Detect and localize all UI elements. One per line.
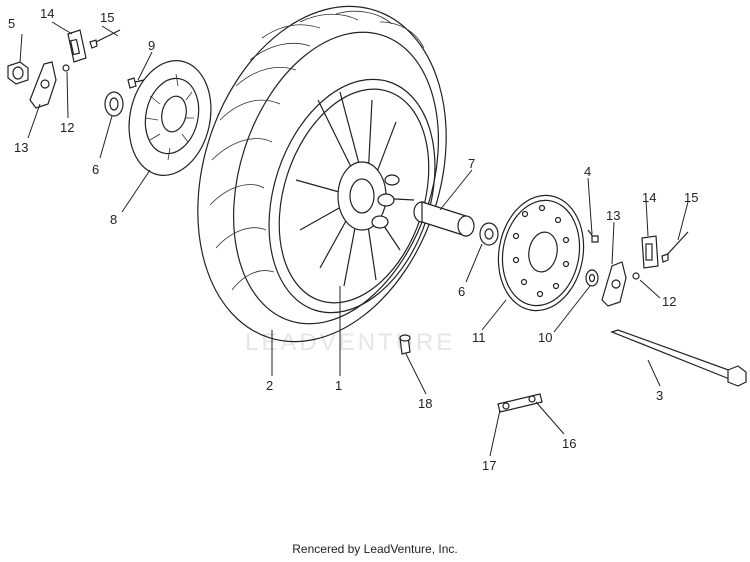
rear-axle[interactable] bbox=[610, 329, 747, 387]
callout-12-left: 12 bbox=[60, 120, 74, 135]
callout-4: 4 bbox=[584, 164, 591, 179]
axle-nut[interactable] bbox=[7, 61, 29, 85]
callout-13-right: 13 bbox=[606, 208, 620, 223]
rear-sprocket[interactable] bbox=[490, 189, 593, 318]
callout-8: 8 bbox=[110, 212, 117, 227]
callout-10: 10 bbox=[538, 330, 552, 345]
callout-9: 9 bbox=[148, 38, 155, 53]
disc-bolt[interactable] bbox=[127, 77, 145, 89]
callout-3: 3 bbox=[656, 388, 663, 403]
wheel-bearing-right[interactable] bbox=[479, 222, 499, 246]
footer-credit: Rencered by LeadVenture, Inc. bbox=[292, 542, 458, 556]
callout-14-right: 14 bbox=[642, 190, 656, 205]
callout-6-left: 6 bbox=[92, 162, 99, 177]
callout-15-right: 15 bbox=[684, 190, 698, 205]
axle-spacer[interactable] bbox=[413, 201, 475, 237]
callout-labels: 5 14 15 9 12 13 6 8 7 4 13 14 15 6 12 11… bbox=[8, 6, 698, 473]
callout-6-right: 6 bbox=[458, 284, 465, 299]
adjuster-bolt-left[interactable] bbox=[89, 29, 121, 49]
chain-adjuster-left[interactable] bbox=[29, 61, 57, 109]
small-nut-right[interactable] bbox=[632, 272, 640, 280]
chain-adjuster-right[interactable] bbox=[601, 261, 627, 307]
adjuster-bolt-right[interactable] bbox=[661, 231, 689, 263]
rear-wheel-rim[interactable] bbox=[241, 58, 464, 334]
leader-lines bbox=[19, 21, 689, 457]
brake-disc[interactable] bbox=[119, 53, 221, 183]
sprocket-bolt[interactable] bbox=[587, 229, 599, 243]
callout-12-right: 12 bbox=[662, 294, 676, 309]
callout-16: 16 bbox=[562, 436, 576, 451]
adjuster-block-right[interactable] bbox=[641, 235, 659, 269]
callout-15-left: 15 bbox=[100, 10, 114, 25]
washer[interactable] bbox=[585, 269, 599, 287]
adjuster-block-left[interactable] bbox=[67, 29, 87, 63]
rear-tire[interactable] bbox=[157, 0, 488, 374]
callout-1: 1 bbox=[335, 378, 342, 393]
tire-valve[interactable] bbox=[399, 334, 411, 355]
callout-13-left: 13 bbox=[14, 140, 28, 155]
wheel-bearing-left[interactable] bbox=[104, 91, 124, 117]
callout-5: 5 bbox=[8, 16, 15, 31]
callout-18: 18 bbox=[418, 396, 432, 411]
watermark: LEADVENTURE bbox=[245, 329, 455, 356]
chain-master-link[interactable] bbox=[497, 393, 543, 413]
callout-11: 11 bbox=[472, 330, 486, 345]
callout-14-left: 14 bbox=[40, 6, 54, 21]
small-nut-left[interactable] bbox=[62, 64, 70, 72]
callout-7: 7 bbox=[468, 156, 475, 171]
callout-2: 2 bbox=[266, 378, 273, 393]
callout-17: 17 bbox=[482, 458, 496, 473]
